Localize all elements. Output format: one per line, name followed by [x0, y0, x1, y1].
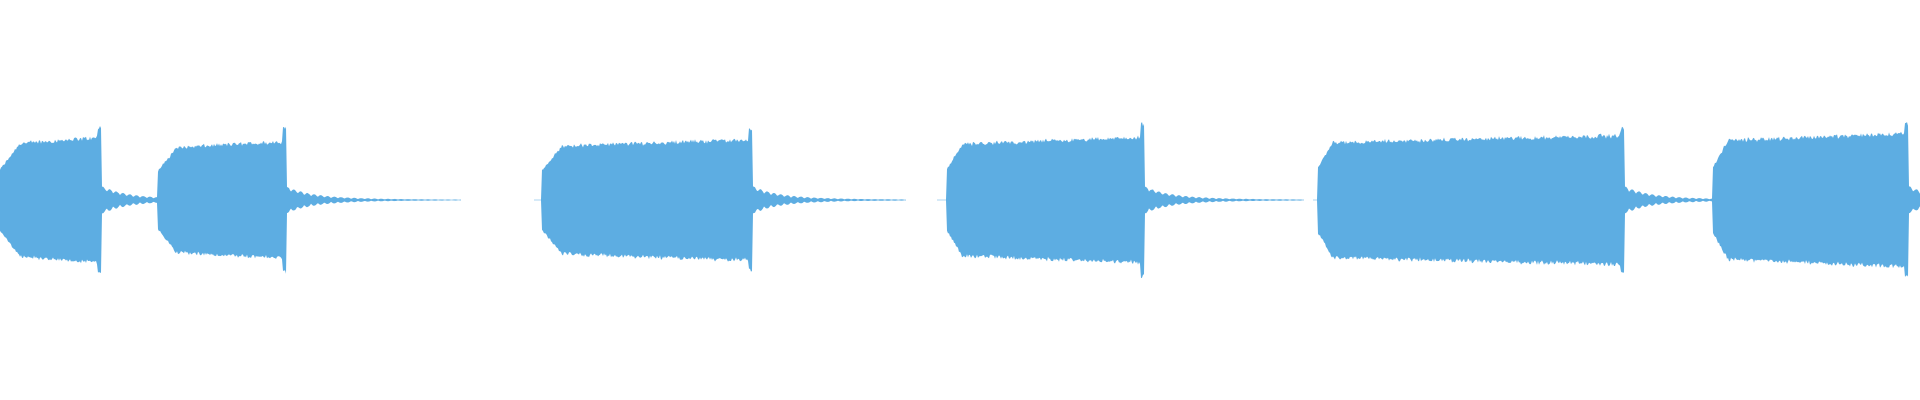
waveform-track	[0, 122, 1920, 279]
waveform-segment	[1313, 122, 1920, 277]
waveform-segment	[534, 128, 906, 272]
waveform-segment	[0, 126, 461, 274]
waveform-segment	[937, 122, 1304, 279]
